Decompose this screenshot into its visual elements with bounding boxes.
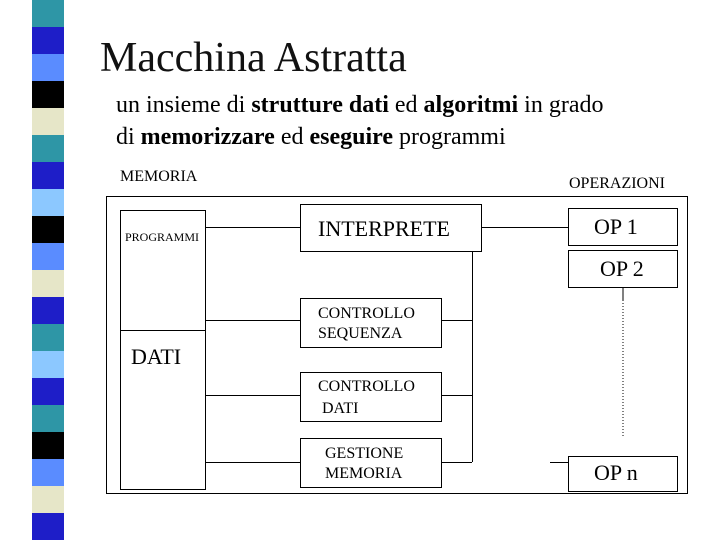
operazioni-label: OPERAZIONI <box>569 175 665 192</box>
stripe-block <box>32 216 64 243</box>
stripe-block <box>32 378 64 405</box>
controllo-sequenza-box <box>300 298 442 348</box>
slide-title: Macchina Astratta <box>100 35 407 81</box>
connector-line <box>442 320 472 321</box>
opn-box <box>568 456 678 492</box>
connector-line <box>206 462 300 463</box>
connector-line <box>442 395 472 396</box>
connector-line <box>442 462 472 463</box>
memoria-label: MEMORIA <box>120 168 198 185</box>
stripe-block <box>32 459 64 486</box>
stripe-block <box>32 81 64 108</box>
memoria-divider <box>120 330 206 331</box>
memoria-box <box>120 210 206 490</box>
stripe-block <box>32 162 64 189</box>
subtitle-line-1: un insieme di strutture dati ed algoritm… <box>116 92 604 118</box>
programmi-label: PROGRAMMI <box>125 230 200 244</box>
stripe-block <box>32 351 64 378</box>
interprete-box <box>300 204 482 252</box>
subtitle-line-2: di memorizzare ed eseguire programmi <box>116 124 506 150</box>
gestione-memoria-box <box>300 438 442 488</box>
stripe-block <box>32 432 64 459</box>
connector-line <box>482 227 568 228</box>
connector-line <box>550 462 568 463</box>
decorative-stripe <box>32 0 64 540</box>
stripe-block <box>32 108 64 135</box>
stripe-block <box>32 405 64 432</box>
dati-label: DATI <box>131 344 182 369</box>
connector-line <box>206 227 300 228</box>
stripe-block <box>32 486 64 513</box>
connector-line <box>206 395 300 396</box>
stripe-block <box>32 270 64 297</box>
opn-label: OP n <box>594 460 638 485</box>
stripe-block <box>32 513 64 540</box>
op1-box <box>568 208 678 246</box>
stripe-block <box>32 54 64 81</box>
op2-label: OP 2 <box>600 256 644 281</box>
controllo-dati-box <box>300 372 442 422</box>
op1-label: OP 1 <box>594 214 638 239</box>
connector-line <box>472 300 473 462</box>
stripe-block <box>32 297 64 324</box>
stripe-block <box>32 243 64 270</box>
connector-line <box>472 250 473 300</box>
stripe-block <box>32 189 64 216</box>
stripe-block <box>32 27 64 54</box>
stripe-block <box>32 135 64 162</box>
op2-box <box>568 250 678 288</box>
interprete-label: INTERPRETE <box>318 216 450 241</box>
stripe-block <box>32 0 64 27</box>
connector-line <box>206 320 300 321</box>
stripe-block <box>32 324 64 351</box>
